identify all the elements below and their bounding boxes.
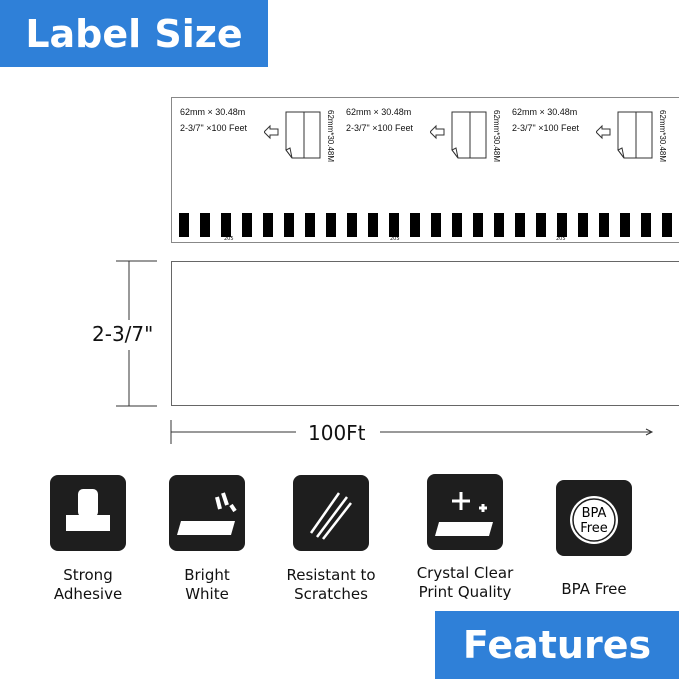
width-label: 2-3/7" [92,322,154,346]
code-number: 205 [556,236,566,242]
black-mark [368,213,378,237]
bright-label-icon [169,475,245,551]
feature-label-line: Bright [184,566,230,584]
black-mark [662,213,672,237]
feature-label-line: Print Quality [418,583,512,601]
black-mark [557,213,567,237]
svg-text:BPA: BPA [582,506,607,521]
feature-label-line: Strong [63,566,113,584]
strip-size-mm: 62mm × 30.48m [346,107,412,117]
label-size-banner: Label Size [0,0,268,67]
black-mark [641,213,651,237]
black-mark [578,213,588,237]
black-mark [221,213,231,237]
black-mark [410,213,420,237]
black-mark [431,213,441,237]
black-mark [179,213,189,237]
feature-label: BPA Free [534,580,654,599]
sparkle-label-icon [427,474,503,550]
black-mark [326,213,336,237]
code-number: 205 [390,236,400,242]
roll-dimension: 62mm*30.48M [658,110,667,163]
roll-icon [430,111,487,159]
black-mark [389,213,399,237]
scratch-icon [293,475,369,551]
black-mark [452,213,462,237]
strip-size-mm: 62mm × 30.48m [512,107,578,117]
svg-text:Free: Free [580,521,608,536]
feature-label-line: Resistant to [286,566,376,584]
strip-size-mm: 62mm × 30.48m [180,107,246,117]
black-mark [200,213,210,237]
black-mark [599,213,609,237]
length-label: 100Ft [308,421,366,445]
roll-icon [264,111,321,159]
black-mark [263,213,273,237]
black-mark [305,213,315,237]
black-mark [242,213,252,237]
black-mark [473,213,483,237]
strip-size-in: 2-3/7" ×100 Feet [180,123,247,133]
feature-label-line: BPA Free [561,580,627,598]
roll-dimension: 62mm*30.48M [326,110,335,163]
feature-label-line: Crystal Clear [416,564,514,582]
roll-icon [596,111,653,159]
roll-dimension: 62mm*30.48M [492,110,501,163]
black-mark [536,213,546,237]
strip-size-in: 2-3/7" ×100 Feet [512,123,579,133]
feature-label-line: White [185,585,229,603]
code-number: 205 [224,236,234,242]
black-mark [494,213,504,237]
black-mark [347,213,357,237]
label-strip: 62mm × 30.48m 2-3/7" ×100 Feet 62mm*30.4… [171,97,679,243]
feature-label-line: Scratches [294,585,368,603]
features-banner: Features [435,611,679,679]
black-mark [620,213,630,237]
black-mark [515,213,525,237]
fist-icon [50,475,126,551]
feature-label-line: Adhesive [53,585,123,603]
strip-size-in: 2-3/7" ×100 Feet [346,123,413,133]
black-mark [284,213,294,237]
blank-label [171,261,679,406]
